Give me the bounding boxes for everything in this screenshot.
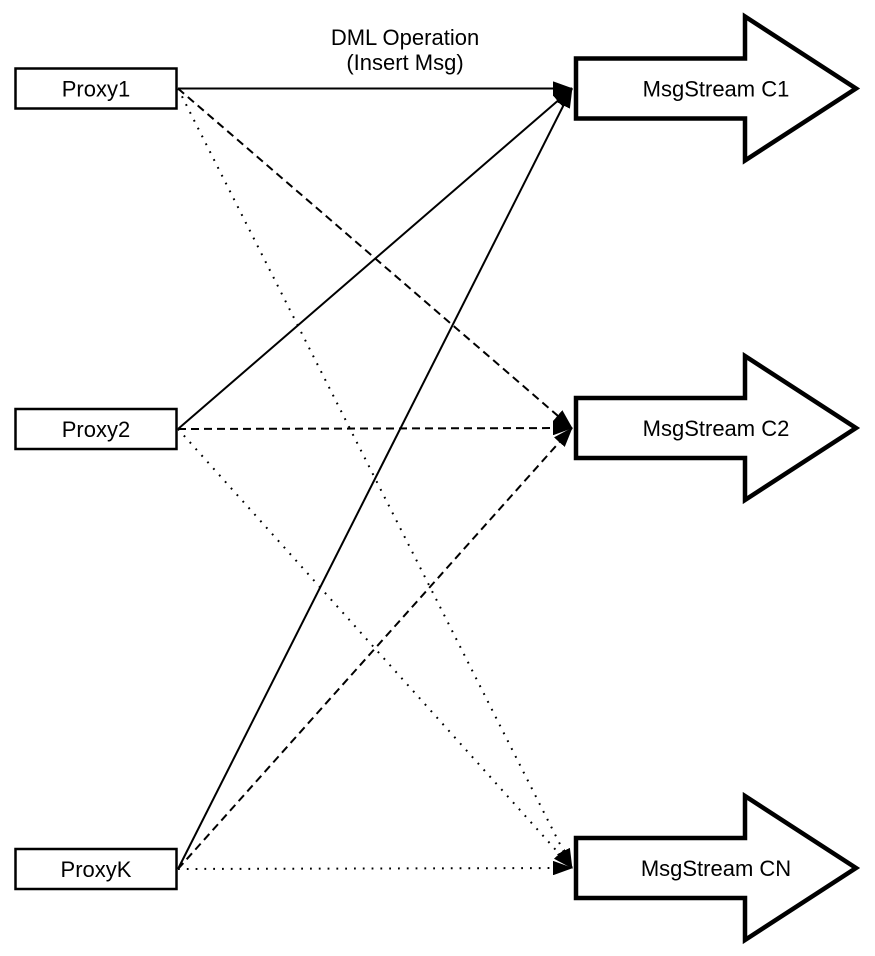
node-proxy2: Proxy2 xyxy=(14,407,178,451)
edge-proxy2-to-cn xyxy=(177,428,573,869)
edges-layer xyxy=(177,81,573,876)
edge-proxyk-to-c1 xyxy=(177,87,573,870)
msgstream-c2-block-arrow-icon xyxy=(573,351,861,505)
edge-proxyk-to-cn xyxy=(177,860,573,876)
proxy2-label: Proxy2 xyxy=(62,417,130,442)
edge-proxy2-to-c1 xyxy=(177,87,573,430)
proxy2-box xyxy=(14,407,178,451)
msgstream-cn-block-arrow-icon xyxy=(573,791,861,945)
edge-proxy2-to-c2 xyxy=(177,420,573,436)
node-msgstream-cn: MsgStream CN xyxy=(573,791,861,945)
node-msgstream-c2: MsgStream C2 xyxy=(573,351,861,505)
proxy1-label: Proxy1 xyxy=(62,77,130,102)
node-proxy1: Proxy1 xyxy=(14,67,178,110)
proxyk-box xyxy=(14,847,178,891)
proxy1-box xyxy=(14,67,178,110)
diagram-title-line1: DML Operation xyxy=(331,25,479,50)
node-msgstream-c1: MsgStream C1 xyxy=(573,12,861,165)
diagram-title-line2: (Insert Msg) xyxy=(346,50,463,75)
edge-proxyk-to-c2 xyxy=(177,427,573,870)
node-proxyk: ProxyK xyxy=(14,847,178,891)
msgstream-c1-block-arrow-icon xyxy=(573,12,861,165)
msgstream-cn-label: MsgStream CN xyxy=(641,856,791,881)
msgstream-c2-label: MsgStream C2 xyxy=(643,416,790,441)
msgstream-c1-label: MsgStream C1 xyxy=(643,77,790,102)
proxyk-label: ProxyK xyxy=(61,857,132,882)
